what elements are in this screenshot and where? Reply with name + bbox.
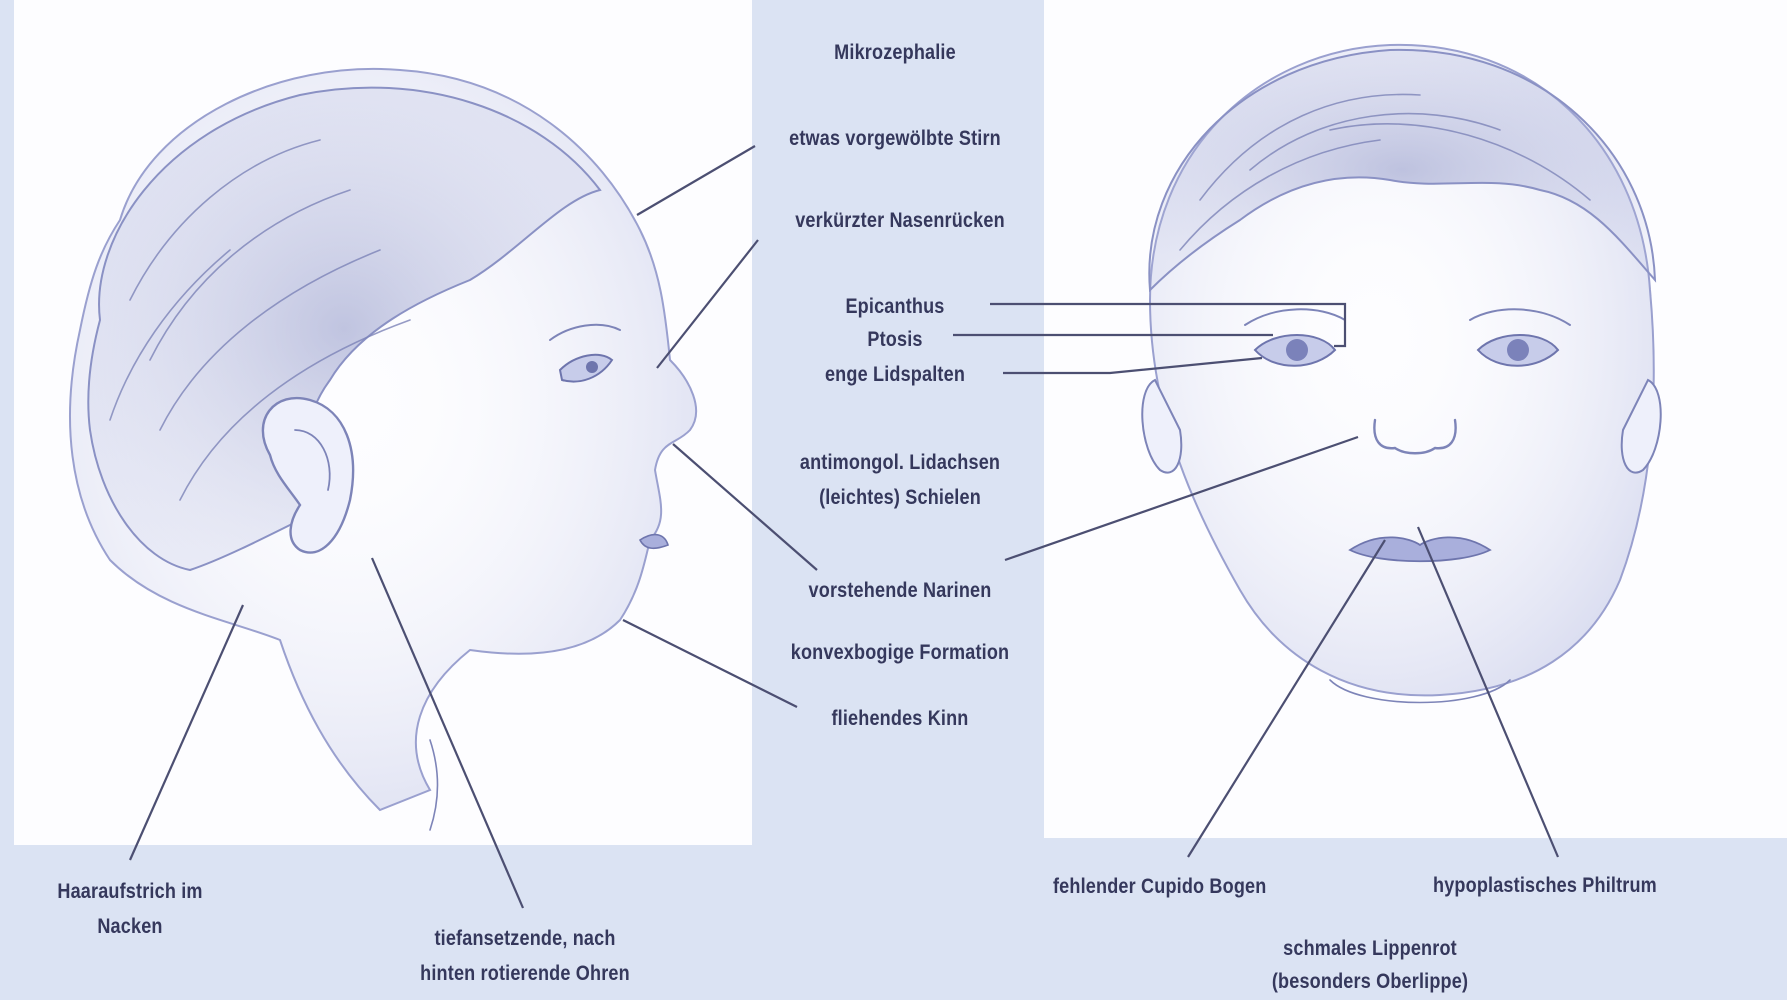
label-lidspalten: enge Lidspalten	[805, 358, 986, 392]
label-haaraufstrich-line1: Haaraufstrich im	[35, 875, 224, 909]
label-lidachsen-line1: antimongol. Lidachsen	[780, 446, 1021, 480]
label-epicanthus: Epicanthus	[813, 290, 976, 324]
label-mikrozephalie: Mikrozephalie	[796, 36, 994, 70]
label-ohren-line1: tiefansetzende, nach	[400, 922, 649, 956]
label-lidachsen-line2: (leichtes) Schielen	[797, 481, 1003, 515]
label-stirn: etwas vorgewölbte Stirn	[775, 122, 1016, 156]
leader-nasenruecken	[657, 240, 758, 368]
label-cupido: fehlender Cupido Bogen	[1053, 870, 1266, 904]
label-formation: konvexbogige Formation	[771, 636, 1029, 670]
label-haaraufstrich-line2: Nacken	[35, 910, 224, 944]
label-narinen: vorstehende Narinen	[788, 574, 1012, 608]
leader-haar	[130, 605, 243, 860]
label-ohren-line2: hinten rotierende Ohren	[392, 957, 659, 991]
child-profile-sketch	[70, 69, 696, 830]
label-nasenruecken: verkürzter Nasenrücken	[775, 204, 1024, 238]
label-philtrum: hypoplastisches Philtrum	[1433, 869, 1657, 903]
label-kinn: fliehendes Kinn	[805, 702, 994, 736]
leader-stirn	[637, 146, 755, 215]
label-ptosis: Ptosis	[831, 323, 960, 357]
label-lippenrot-line1: schmales Lippenrot	[1258, 932, 1482, 966]
child-frontal-sketch	[1142, 45, 1660, 703]
label-lippenrot-line2: (besonders Oberlippe)	[1250, 965, 1491, 999]
